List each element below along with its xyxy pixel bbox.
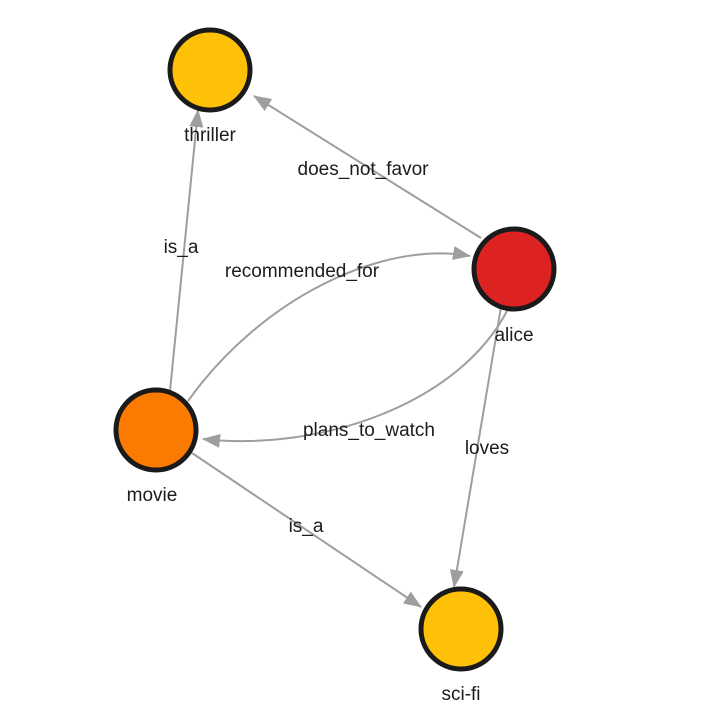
edge-labels-layer: is_a does_not_favor recommended_for plans_t… bbox=[164, 159, 510, 537]
node-label-movie: movie bbox=[127, 485, 178, 506]
edge-label-movie-recommended_for-alice: recommended_for bbox=[225, 261, 380, 282]
node-label-alice: alice bbox=[494, 325, 533, 346]
node-label-thriller: thriller bbox=[184, 125, 236, 146]
edge-alice-does_not_favor-thriller[interactable] bbox=[253, 95, 482, 239]
edge-movie-is_a-sci-fi[interactable] bbox=[191, 452, 422, 608]
edge-label-alice-loves-sci-fi: loves bbox=[465, 438, 509, 459]
edge-label-alice-plans_to_watch-movie: plans_to_watch bbox=[303, 420, 435, 441]
edge-movie-is_a-thriller[interactable] bbox=[169, 109, 204, 392]
node-sci-fi[interactable] bbox=[418, 586, 504, 672]
nodes-layer bbox=[113, 27, 557, 672]
edges-layer bbox=[169, 95, 509, 608]
node-label-sci-fi: sci-fi bbox=[441, 684, 480, 705]
edge-label-movie-is_a-sci-fi: is_a bbox=[289, 516, 324, 537]
edge-movie-recommended_for-alice[interactable] bbox=[187, 246, 471, 402]
node-thriller[interactable] bbox=[167, 27, 253, 113]
edge-label-movie-is_a-thriller: is_a bbox=[164, 237, 199, 258]
node-alice[interactable] bbox=[471, 226, 557, 312]
node-movie[interactable] bbox=[113, 387, 199, 473]
edge-alice-plans_to_watch-movie[interactable] bbox=[202, 308, 509, 448]
edge-label-alice-does_not_favor-thriller: does_not_favor bbox=[298, 159, 430, 180]
node-labels-layer: thriller alice movie sci-fi bbox=[127, 125, 534, 705]
edge-alice-loves-sci-fi[interactable] bbox=[449, 306, 502, 588]
